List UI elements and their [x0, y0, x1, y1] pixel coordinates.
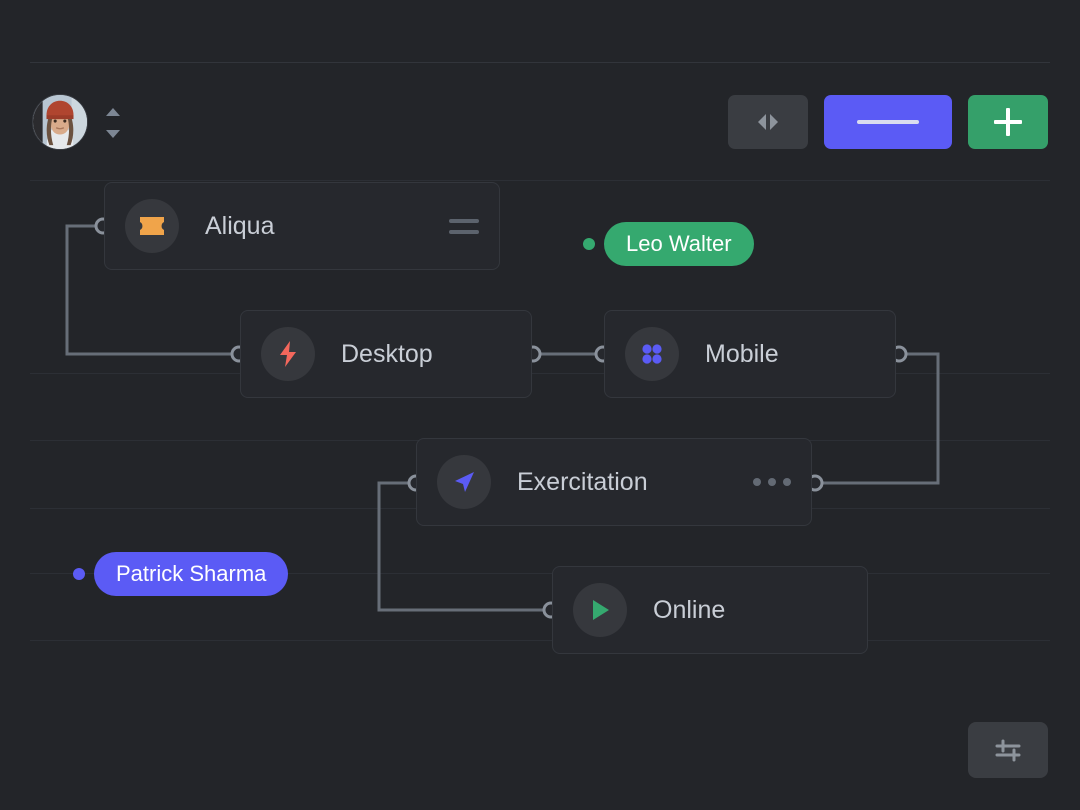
node-label: Online	[653, 595, 726, 624]
toolbar	[0, 0, 1080, 170]
node-exercitation[interactable]: Exercitation	[416, 438, 812, 526]
status-dot-leo	[583, 238, 595, 250]
pill-leo-walter[interactable]: Leo Walter	[604, 222, 754, 266]
arrows-button[interactable]	[728, 95, 808, 149]
hamburger-line	[449, 218, 479, 223]
node-label: Desktop	[341, 339, 433, 368]
triangle-up-icon[interactable]	[106, 108, 120, 116]
ellipsis-dot	[768, 478, 776, 486]
node-label: Exercitation	[517, 467, 648, 496]
guide-line	[30, 373, 1050, 374]
play-icon	[573, 583, 627, 637]
plus-icon	[994, 108, 1022, 136]
lightning-bolt-icon	[261, 327, 315, 381]
triangle-down-icon[interactable]	[106, 130, 120, 138]
hamburger-icon[interactable]	[449, 218, 479, 234]
hamburger-line	[449, 229, 479, 234]
four-dots-grid-icon	[625, 327, 679, 381]
node-label: Aliqua	[205, 211, 275, 240]
guide-line	[30, 640, 1050, 641]
navigation-arrow-icon	[437, 455, 491, 509]
node-mobile[interactable]: Mobile	[604, 310, 896, 398]
left-right-arrows-icon	[758, 114, 778, 130]
node-desktop[interactable]: Desktop	[240, 310, 532, 398]
sliders-icon	[995, 739, 1021, 762]
node-label: Mobile	[705, 339, 779, 368]
ticket-icon	[125, 199, 179, 253]
header-divider	[30, 62, 1050, 63]
avatar[interactable]	[32, 94, 88, 150]
sort-control[interactable]	[103, 108, 123, 138]
add-button[interactable]	[968, 95, 1048, 149]
ellipsis-dot	[753, 478, 761, 486]
avatar-photo	[33, 95, 87, 149]
settings-sliders-button[interactable]	[968, 722, 1048, 778]
ellipsis-dot	[783, 478, 791, 486]
dash-button[interactable]	[824, 95, 952, 149]
ellipsis-icon[interactable]	[753, 478, 791, 486]
pill-patrick-sharma[interactable]: Patrick Sharma	[94, 552, 289, 596]
status-dot-patrick	[73, 568, 85, 580]
pill-label: Patrick Sharma	[116, 561, 267, 586]
node-online[interactable]: Online	[552, 566, 868, 654]
guide-line	[30, 180, 1050, 181]
pill-label: Leo Walter	[626, 231, 732, 256]
minus-dash-icon	[857, 120, 919, 124]
node-aliqua[interactable]: Aliqua	[104, 182, 500, 270]
